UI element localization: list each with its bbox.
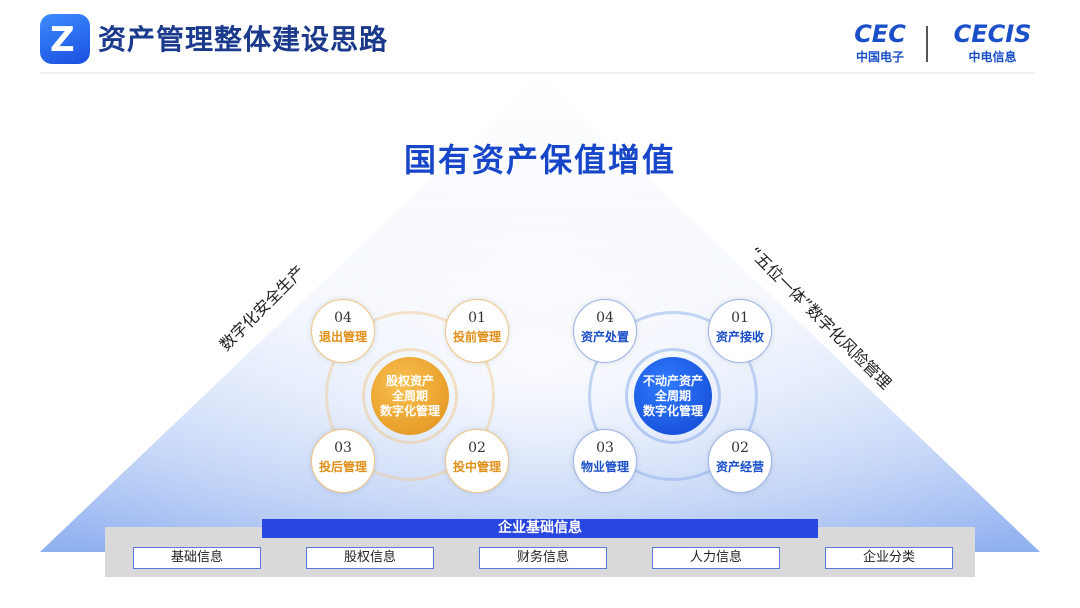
realestate-item-property[interactable]: 03 物业管理 <box>573 429 637 493</box>
decor-ring <box>325 311 495 481</box>
decor-ring <box>588 311 758 481</box>
item-num: 02 <box>468 440 486 456</box>
item-num: 02 <box>731 440 749 456</box>
main-title: 国有资产保值增值 <box>403 141 676 179</box>
header-divider <box>40 72 1035 74</box>
item-num: 03 <box>334 440 352 456</box>
base-box[interactable]: 人力信息 <box>652 547 780 569</box>
equity-item-post[interactable]: 03 投后管理 <box>311 429 375 493</box>
item-label: 投后管理 <box>318 460 367 474</box>
realestate-item-operation[interactable]: 02 资产经营 <box>708 429 772 493</box>
equity-item-pre[interactable]: 01 投前管理 <box>445 299 509 363</box>
brand-sub: 中电信息 <box>968 50 1017 64</box>
equity-item-mid[interactable]: 02 投中管理 <box>445 429 509 493</box>
brand-name: CECIS <box>953 20 1032 48</box>
base-title: 企业基础信息 <box>262 519 818 538</box>
logo-glyph: Z <box>50 20 75 60</box>
page-title: 资产管理整体建设思路 <box>98 23 389 56</box>
item-label: 资产接收 <box>715 330 764 344</box>
decor-ring <box>362 348 458 444</box>
item-num: 01 <box>731 310 749 326</box>
item-num: 04 <box>596 310 614 326</box>
base-box[interactable]: 基础信息 <box>133 547 261 569</box>
item-num: 03 <box>596 440 614 456</box>
brand-cec: CEC 中国电子 <box>845 20 915 65</box>
app-logo: Z <box>40 14 90 64</box>
equity-center: 股权资产 全周期 数字化管理 <box>371 357 449 435</box>
item-label: 资产经营 <box>715 460 764 474</box>
realestate-item-receive[interactable]: 01 资产接收 <box>708 299 772 363</box>
item-num: 04 <box>334 310 352 326</box>
item-label: 退出管理 <box>318 330 367 344</box>
realestate-item-disposal[interactable]: 04 资产处置 <box>573 299 637 363</box>
brand-divider <box>926 26 928 62</box>
brand-cecis: CECIS 中电信息 <box>940 20 1045 65</box>
brand-sub: 中国电子 <box>855 50 904 64</box>
equity-item-exit[interactable]: 04 退出管理 <box>311 299 375 363</box>
base-box[interactable]: 股权信息 <box>306 547 434 569</box>
item-label: 投中管理 <box>452 460 501 474</box>
item-num: 01 <box>468 310 486 326</box>
base-box[interactable]: 企业分类 <box>825 547 953 569</box>
brand-name: CEC <box>854 20 906 48</box>
item-label: 投前管理 <box>452 330 501 344</box>
decor-ring <box>625 348 721 444</box>
item-label: 资产处置 <box>580 330 629 344</box>
realestate-center: 不动产资产 全周期 数字化管理 <box>634 357 712 435</box>
item-label: 物业管理 <box>580 460 629 474</box>
base-box[interactable]: 财务信息 <box>479 547 607 569</box>
